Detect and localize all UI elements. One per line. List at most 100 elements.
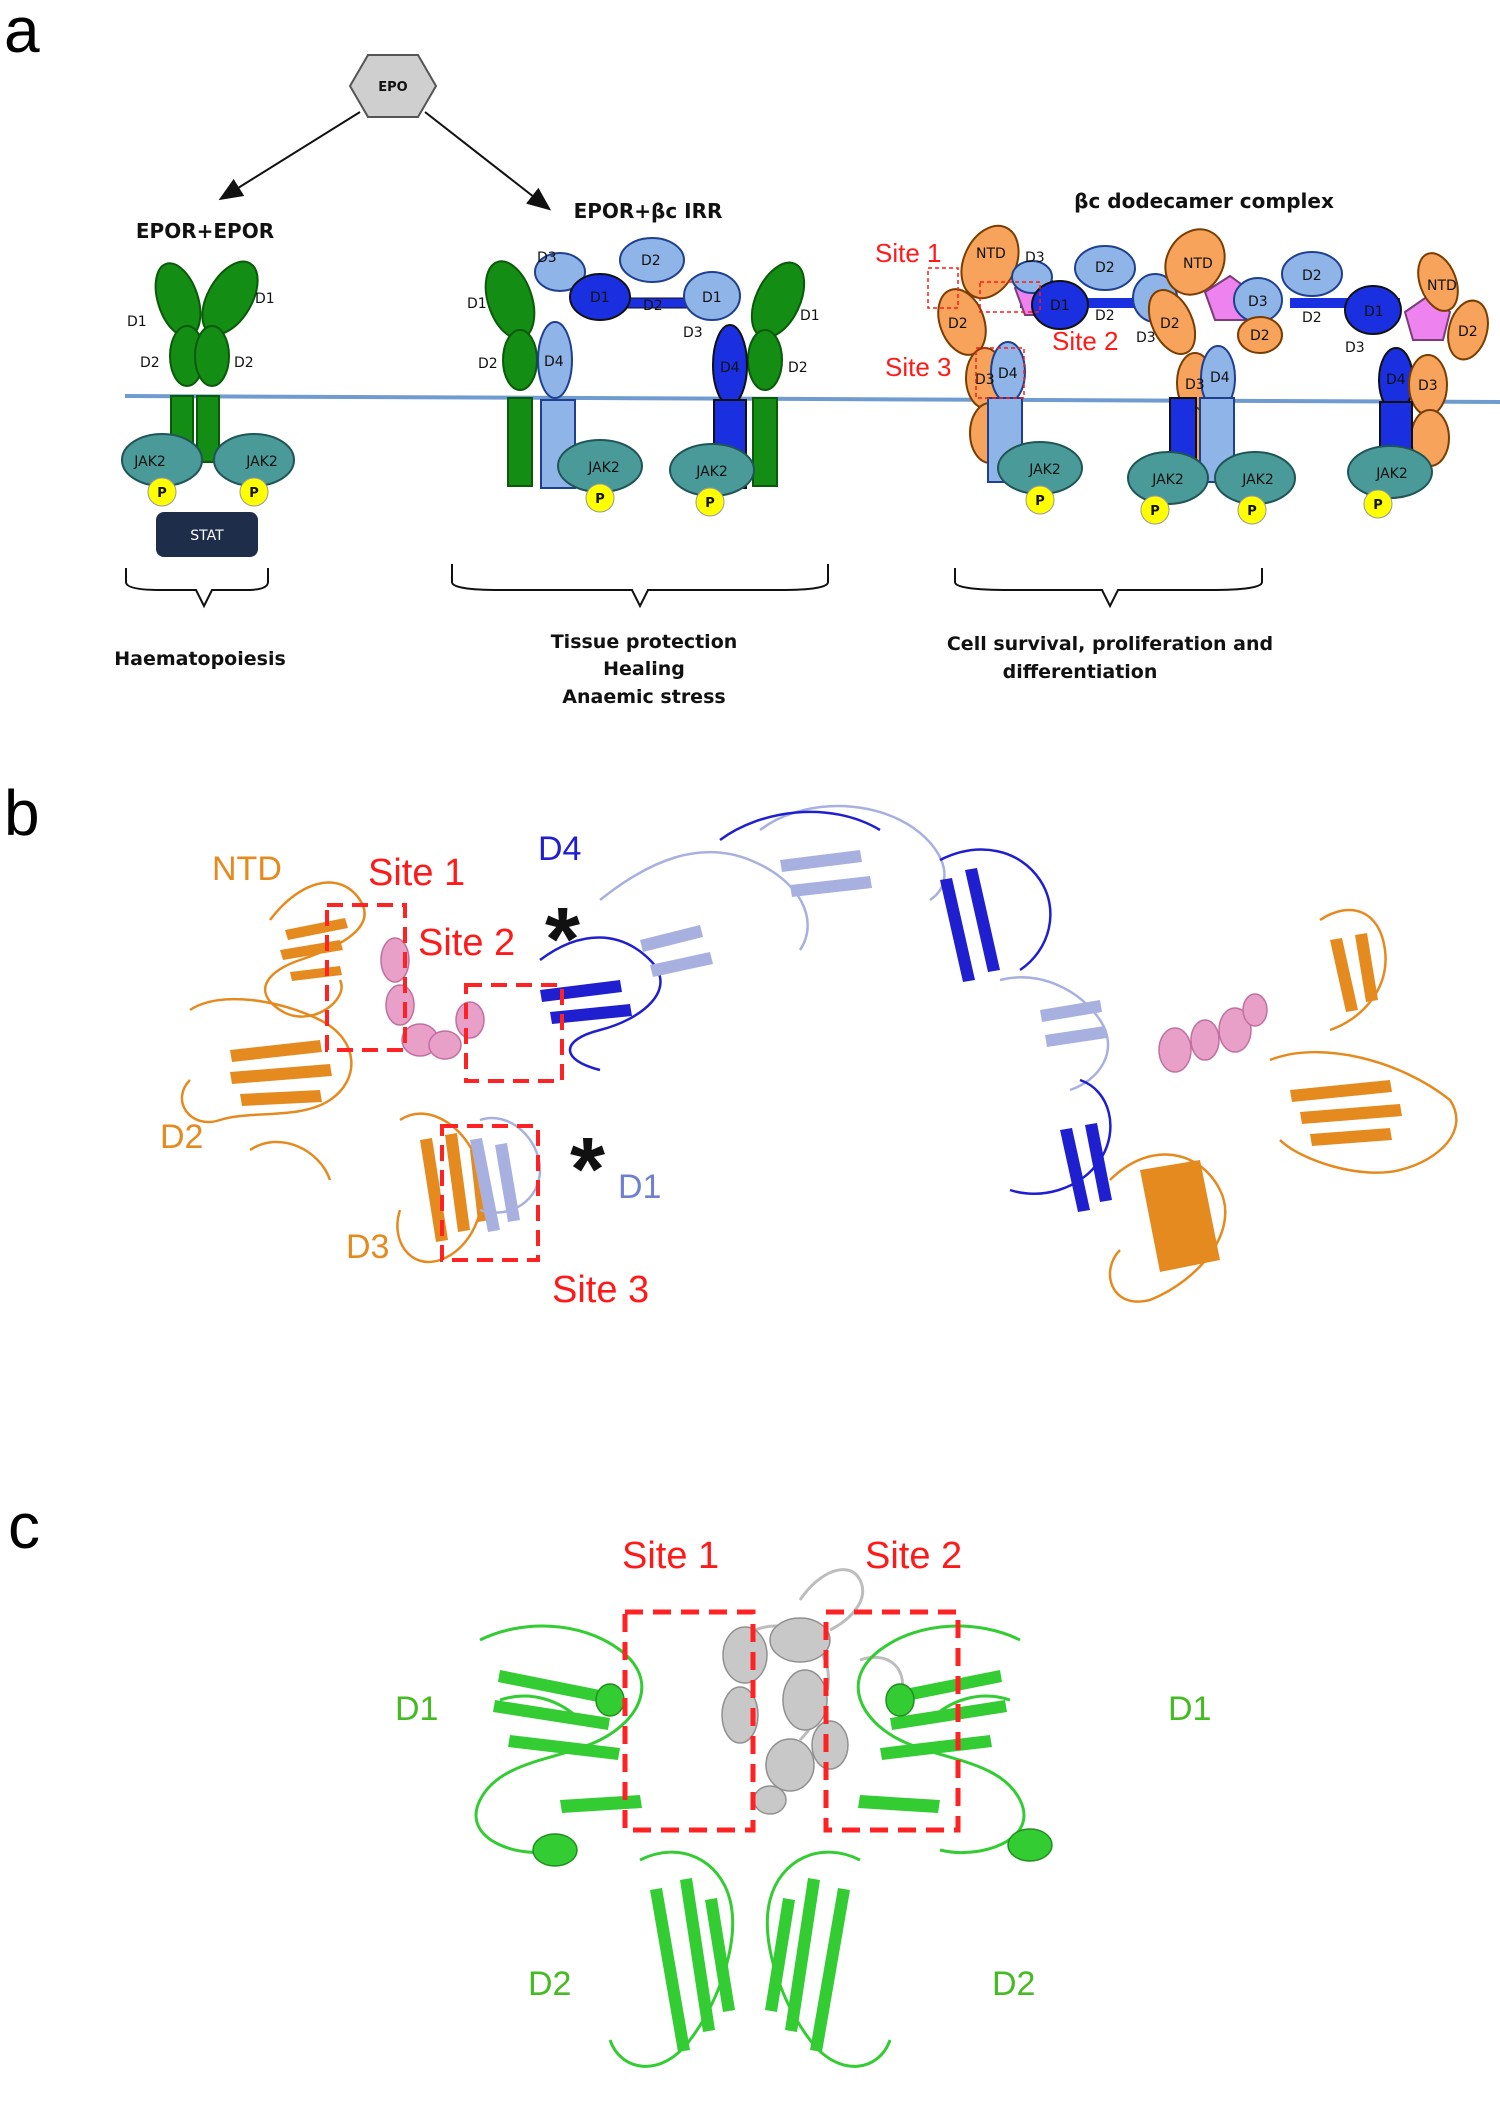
phospho-label: P (705, 496, 715, 511)
label-d1: D1 (618, 1168, 661, 1206)
site2-label: Site 2 (418, 922, 515, 964)
epor-d2-right (194, 325, 230, 387)
panel-a-letter: a (4, 0, 40, 66)
label-d2: D2 (1302, 310, 1322, 326)
phospho (1237, 495, 1267, 525)
label-d2-left: D2 (528, 1965, 571, 2003)
jak2-label: JAK2 (1151, 472, 1184, 488)
phospho-left (147, 477, 177, 507)
dodecamer-title: βc dodecamer complex (1074, 189, 1334, 213)
epor-bc-irr: EPOR+βc IRR D1 D2 D1 D2 D3 D1 D2 (451, 199, 829, 708)
site3-box-small (975, 347, 1025, 399)
label-d1: D1 (590, 290, 610, 306)
site1-label: Site 1 (875, 238, 942, 268)
orange-sheets-left (230, 918, 490, 1242)
site1-box (325, 903, 407, 1052)
label-ntd: NTD (1427, 278, 1457, 294)
jak2-label: JAK2 (245, 454, 278, 470)
label-d2: D2 (1250, 328, 1270, 344)
label-d4: D4 (544, 354, 564, 370)
label-d3: D3 (1345, 340, 1365, 356)
orange-d2-mid2 (1237, 316, 1283, 354)
jak2-label: JAK2 (133, 454, 166, 470)
phospho-right (695, 487, 725, 517)
stat-label: STAT (190, 528, 224, 544)
site2-box (823, 1609, 961, 1833)
orange-ribbon-right (1108, 908, 1458, 1303)
label-d1: D1 (1050, 298, 1070, 314)
epor-d1-right (750, 261, 806, 339)
label-d3: D3 (1136, 330, 1156, 346)
orange-d2-mid (1147, 289, 1197, 355)
phospho-label: P (1247, 504, 1257, 519)
label-d3: D3 (1185, 377, 1205, 393)
panel-a: a EPO EPOR+EPOR D1 D1 D2 D2 JAK2 JAK2 (4, 0, 1500, 708)
outcome-homodimer: Haematopoiesis (114, 648, 286, 670)
label-d2: D2 (1302, 268, 1322, 284)
label-d2: D2 (1458, 324, 1478, 340)
label-d3: D3 (346, 1228, 389, 1266)
orange-sheets-right (1140, 933, 1402, 1272)
phospho-label: P (249, 486, 259, 501)
jak2-label: JAK2 (695, 464, 728, 480)
bc-d2-a (1074, 245, 1136, 291)
label-d2: D2 (788, 360, 808, 376)
dod-linker-2 (1290, 298, 1400, 308)
epor-d2-left (502, 329, 538, 391)
label-d2: D2 (643, 298, 663, 314)
label-d2: D2 (1160, 316, 1180, 332)
epor-homodimer: EPOR+EPOR D1 D1 D2 D2 JAK2 JAK2 P P STAT… (114, 219, 295, 670)
phospho-right (239, 477, 269, 507)
epor-d2-right (747, 329, 783, 391)
site3-label: Site 3 (552, 1269, 649, 1311)
panel-b-letter: b (4, 777, 40, 849)
grey-helices (721, 1617, 849, 1815)
site2-box (464, 983, 564, 1083)
phospho (1363, 489, 1393, 519)
site1-box (622, 1609, 756, 1833)
orange-ntd-right (1417, 252, 1459, 312)
green-sheets (493, 1670, 1007, 2052)
label-d1: D1 (800, 308, 820, 324)
stat-box (156, 512, 258, 557)
site2-label: Site 2 (1052, 326, 1119, 356)
outcome-dodecamer-2: differentiation (1003, 661, 1158, 683)
phospho-label: P (157, 486, 167, 501)
bc-d1-a (1031, 280, 1089, 330)
arrow-to-homodimer (218, 111, 361, 201)
label-d2-right: D2 (992, 1965, 1035, 2003)
label-d1: D1 (127, 314, 147, 330)
panel-b: b (4, 777, 1458, 1311)
label-d2: D2 (1095, 308, 1115, 324)
label-d3: D3 (683, 325, 703, 341)
phospho-label: P (1373, 498, 1383, 513)
site3-label: Site 3 (885, 352, 952, 382)
bc-d1-left (569, 273, 631, 321)
phospho (1025, 485, 1055, 515)
arrow-to-irr (424, 111, 552, 211)
jak2-label: JAK2 (1028, 462, 1061, 478)
label-d1-left: D1 (395, 1690, 438, 1728)
label-d3: D3 (1418, 378, 1438, 394)
label-d1: D1 (467, 296, 487, 312)
asterisk-d1: * (570, 1120, 605, 1220)
bracket-dodecamer (954, 568, 1263, 609)
phospho-left (585, 483, 615, 513)
orange-d2-right (1447, 299, 1489, 361)
blue-sheets (470, 850, 1112, 1232)
bc-d3-a (1011, 260, 1053, 294)
green-helices (532, 1683, 1053, 1867)
cell-membrane (124, 394, 1500, 404)
site1-label: Site 1 (622, 1535, 719, 1577)
label-d4: D4 (538, 830, 581, 868)
site1-box-small (927, 267, 959, 309)
bc-d2-top (619, 237, 685, 283)
label-d1-right: D1 (1168, 1690, 1211, 1728)
epo-ligand: EPO (348, 54, 438, 118)
label-ntd: NTD (976, 246, 1006, 262)
phospho-label: P (1150, 504, 1160, 519)
bc-d1-d (1344, 285, 1402, 335)
bc-d2-d (1281, 251, 1343, 297)
pink-helices-right (1158, 993, 1268, 1073)
